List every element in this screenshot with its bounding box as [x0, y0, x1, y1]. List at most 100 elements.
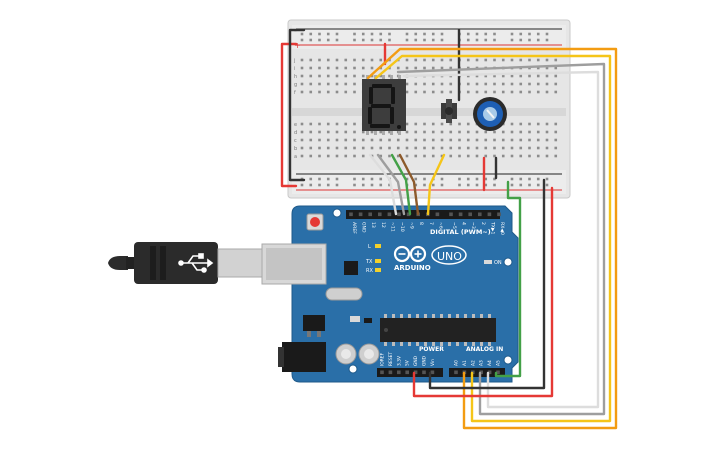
breadboard-hole [519, 38, 523, 42]
header-pin[interactable] [487, 370, 492, 375]
header-pin[interactable] [422, 370, 426, 375]
breadboard-hole [300, 32, 304, 36]
breadboard-hole [361, 183, 365, 187]
header-pin[interactable] [454, 370, 458, 375]
breadboard-hole [554, 138, 558, 142]
header-pin[interactable] [496, 370, 500, 375]
uno-badge [431, 245, 467, 265]
header-pin[interactable] [497, 212, 501, 217]
breadboard-hole [326, 130, 330, 134]
breadboard-hole [519, 177, 523, 181]
breadboard-hole [326, 122, 330, 126]
breadboard-hole [405, 122, 409, 126]
breadboard-hole [318, 183, 321, 187]
breadboard-hole [300, 130, 304, 134]
header-pin[interactable] [349, 212, 353, 217]
breadboard-hole [344, 138, 348, 142]
digital-pin-label: ~11 [389, 222, 395, 232]
header-pin[interactable] [397, 212, 401, 217]
row-letter: b [294, 146, 297, 152]
breadboard-hole [431, 122, 435, 126]
reset-button[interactable] [310, 217, 320, 227]
potentiometer[interactable] [473, 97, 507, 131]
breadboard-hole [484, 130, 488, 134]
digital-pin-label: RX◀0 [499, 222, 505, 235]
header-pin[interactable] [397, 370, 401, 375]
breadboard-hole [519, 183, 523, 187]
usb-chip [344, 261, 358, 275]
breadboard-hole [440, 58, 444, 62]
header-pin[interactable] [413, 370, 418, 375]
breadboard-hole [370, 177, 374, 181]
breadboard-hole [545, 146, 549, 150]
header-pin[interactable] [368, 212, 372, 217]
header-pin[interactable] [468, 212, 472, 217]
header-pin[interactable] [380, 370, 384, 375]
breadboard-hole [379, 32, 383, 36]
breadboard-hole [466, 122, 470, 126]
digital-pin-label: TX▶1 [489, 221, 495, 234]
breadboard-hole [423, 38, 426, 42]
dc-power-jack[interactable] [282, 342, 326, 372]
header-pin[interactable] [405, 370, 409, 375]
seven-segment-display [362, 75, 406, 135]
breadboard-hole [545, 58, 549, 62]
breadboard-hole [335, 32, 339, 36]
breadboard-hole [414, 183, 418, 187]
header-pin[interactable] [458, 212, 463, 217]
header-pin[interactable] [358, 212, 363, 217]
display-segment [390, 107, 394, 124]
breadboard-hole [431, 38, 435, 42]
breadboard-hole [361, 130, 365, 134]
header-pin[interactable] [387, 212, 392, 217]
breadboard-hole [361, 138, 365, 142]
row-letter: g [294, 82, 297, 88]
header-pin[interactable] [435, 212, 440, 217]
breadboard-hole [353, 177, 356, 181]
breadboard-hole [440, 38, 444, 42]
digital-pin-label: 8 [418, 222, 424, 225]
breadboard-hole [528, 177, 531, 181]
header-pin[interactable] [487, 212, 492, 217]
breadboard-hole [379, 130, 383, 134]
breadboard-hole [484, 38, 488, 42]
breadboard-hole [361, 177, 365, 181]
header-pin[interactable] [449, 212, 453, 217]
breadboard-hole [326, 177, 330, 181]
breadboard-hole [519, 32, 523, 36]
header-pin[interactable] [388, 370, 393, 375]
breadboard-hole [440, 183, 444, 187]
header-pin[interactable] [479, 370, 483, 375]
breadboard-hole [431, 66, 435, 70]
row-letter: e [294, 122, 297, 128]
led-on-label: ON [494, 260, 502, 266]
breadboard-hole [440, 82, 444, 86]
breadboard-hole [353, 66, 356, 70]
breadboard-hole [318, 154, 321, 158]
pushbutton[interactable] [441, 99, 457, 123]
breadboard-hole [458, 183, 461, 187]
breadboard-hole [440, 90, 444, 94]
digital-pin-label: ~10 [399, 222, 405, 232]
breadboard-hole [414, 130, 418, 134]
breadboard-hole [326, 183, 330, 187]
header-pin[interactable] [478, 212, 482, 217]
breadboard-hole [309, 130, 313, 134]
header-pin[interactable] [430, 370, 435, 375]
breadboard-hole [353, 138, 356, 142]
breadboard-hole [370, 146, 374, 150]
header-pin[interactable] [406, 212, 411, 217]
breadboard-hole [545, 138, 549, 142]
breadboard-hole [510, 130, 514, 134]
header-pin[interactable] [378, 212, 382, 217]
breadboard-hole [484, 183, 488, 187]
breadboard-hole [440, 66, 444, 70]
digital-pin-label: 7 [428, 222, 434, 225]
breadboard-hole [309, 58, 313, 62]
breadboard-hole [554, 66, 558, 70]
breadboard-hole [318, 146, 321, 150]
row-letter: c [294, 138, 297, 144]
breadboard-hole [528, 90, 531, 94]
breadboard-hole [431, 82, 435, 86]
